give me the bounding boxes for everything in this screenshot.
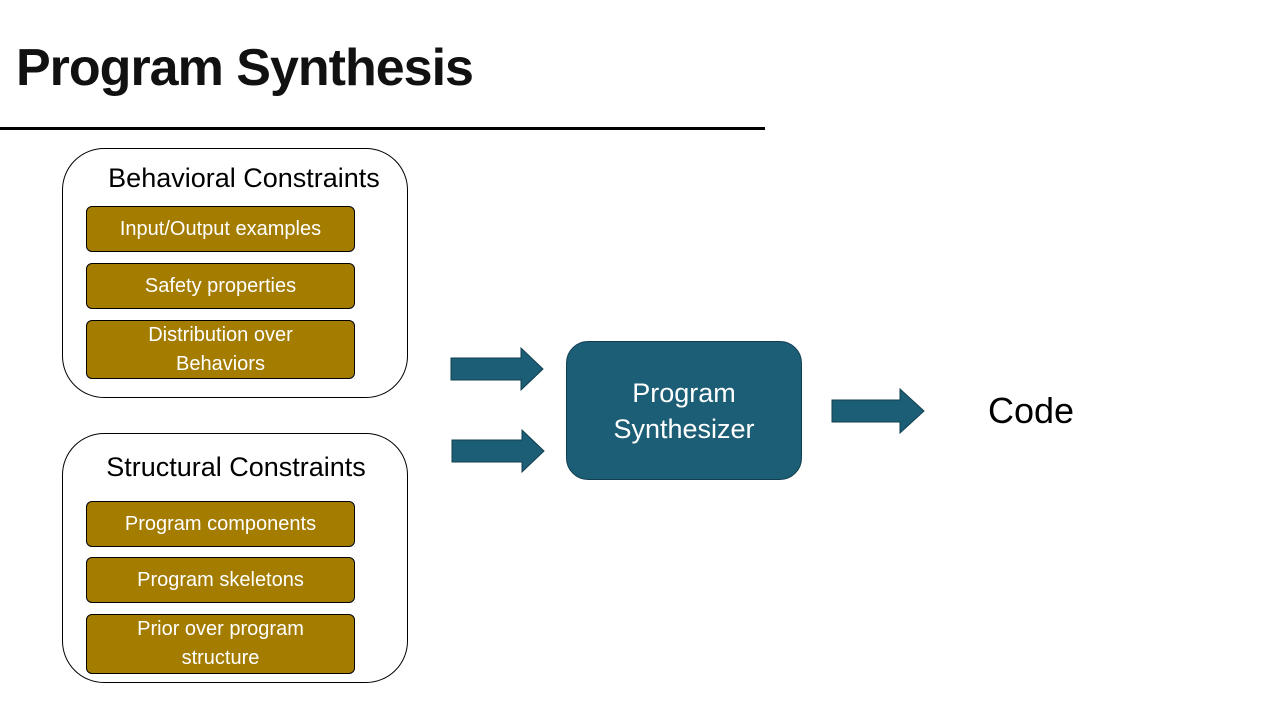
right-arrow-icon (451, 428, 545, 474)
structural-item-label: Program components (124, 512, 317, 535)
behavioral-constraints-title: Behavioral Constraints (108, 163, 380, 193)
behavioral-constraints-group: Behavioral Constraints Input/Output exam… (62, 148, 408, 398)
behavioral-item-label: Input/Output examples (119, 217, 322, 240)
structural-item-prior: Prior over program structure (86, 614, 355, 674)
title-underline (0, 127, 765, 130)
structural-item-components: Program components (86, 501, 355, 547)
code-output-label: Code (988, 390, 1075, 431)
behavioral-item-safety-properties: Safety properties (86, 263, 355, 309)
behavioral-item-io-examples: Input/Output examples (86, 206, 355, 252)
structural-constraints-title: Structural Constraints (106, 452, 366, 482)
behavioral-item-distribution: Distribution over Behaviors (86, 320, 355, 379)
program-synthesizer-box: Program Synthesizer (566, 341, 802, 480)
structural-item-label: Prior over program structure (137, 618, 304, 669)
program-synthesizer-label: Program Synthesizer (613, 377, 755, 444)
right-arrow-icon (831, 387, 925, 435)
structural-item-label: Program skeletons (137, 568, 304, 591)
right-arrow-icon (450, 346, 544, 392)
structural-item-skeletons: Program skeletons (86, 557, 355, 603)
behavioral-item-label: Distribution over Behaviors (148, 323, 293, 375)
behavioral-item-label: Safety properties (144, 274, 297, 297)
structural-constraints-group: Structural Constraints Program component… (62, 433, 408, 683)
slide-title: Program Synthesis (16, 39, 474, 97)
